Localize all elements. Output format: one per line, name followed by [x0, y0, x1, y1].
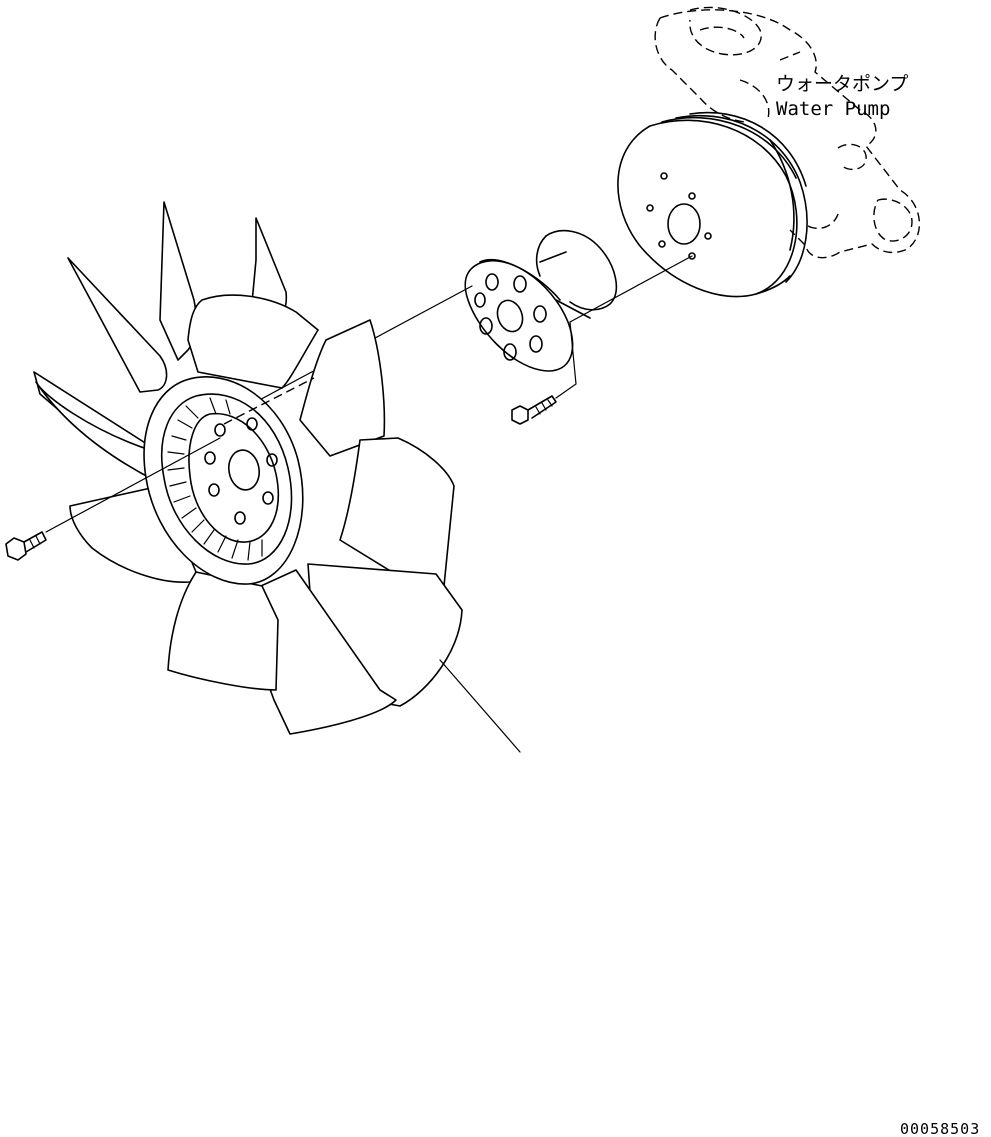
- spacer-bolt-holes: [474, 273, 547, 361]
- pulley-bolt-holes: [646, 172, 712, 260]
- water-pump-housing: [654, 6, 921, 259]
- fan-hub: [143, 376, 304, 585]
- hub-fins: [167, 397, 263, 561]
- part-label-en: Water Pump: [776, 98, 890, 120]
- water-pump-pulley: [617, 111, 808, 298]
- assembly-line-fan-bolt: [45, 437, 221, 533]
- spacer-bolt: [511, 395, 557, 425]
- assembly-line-pulley: [569, 255, 693, 323]
- hub-bolt-holes: [204, 417, 278, 525]
- hidden-assembly-line: [223, 377, 315, 425]
- fan-bolt: [5, 531, 47, 561]
- figure-code: 00058503: [900, 1120, 980, 1137]
- part-label-jp: ウォータポンプ: [776, 73, 908, 95]
- fan-spacer: [464, 229, 618, 372]
- leader-fan: [439, 659, 521, 753]
- leader-spacer-bolt: [555, 321, 577, 399]
